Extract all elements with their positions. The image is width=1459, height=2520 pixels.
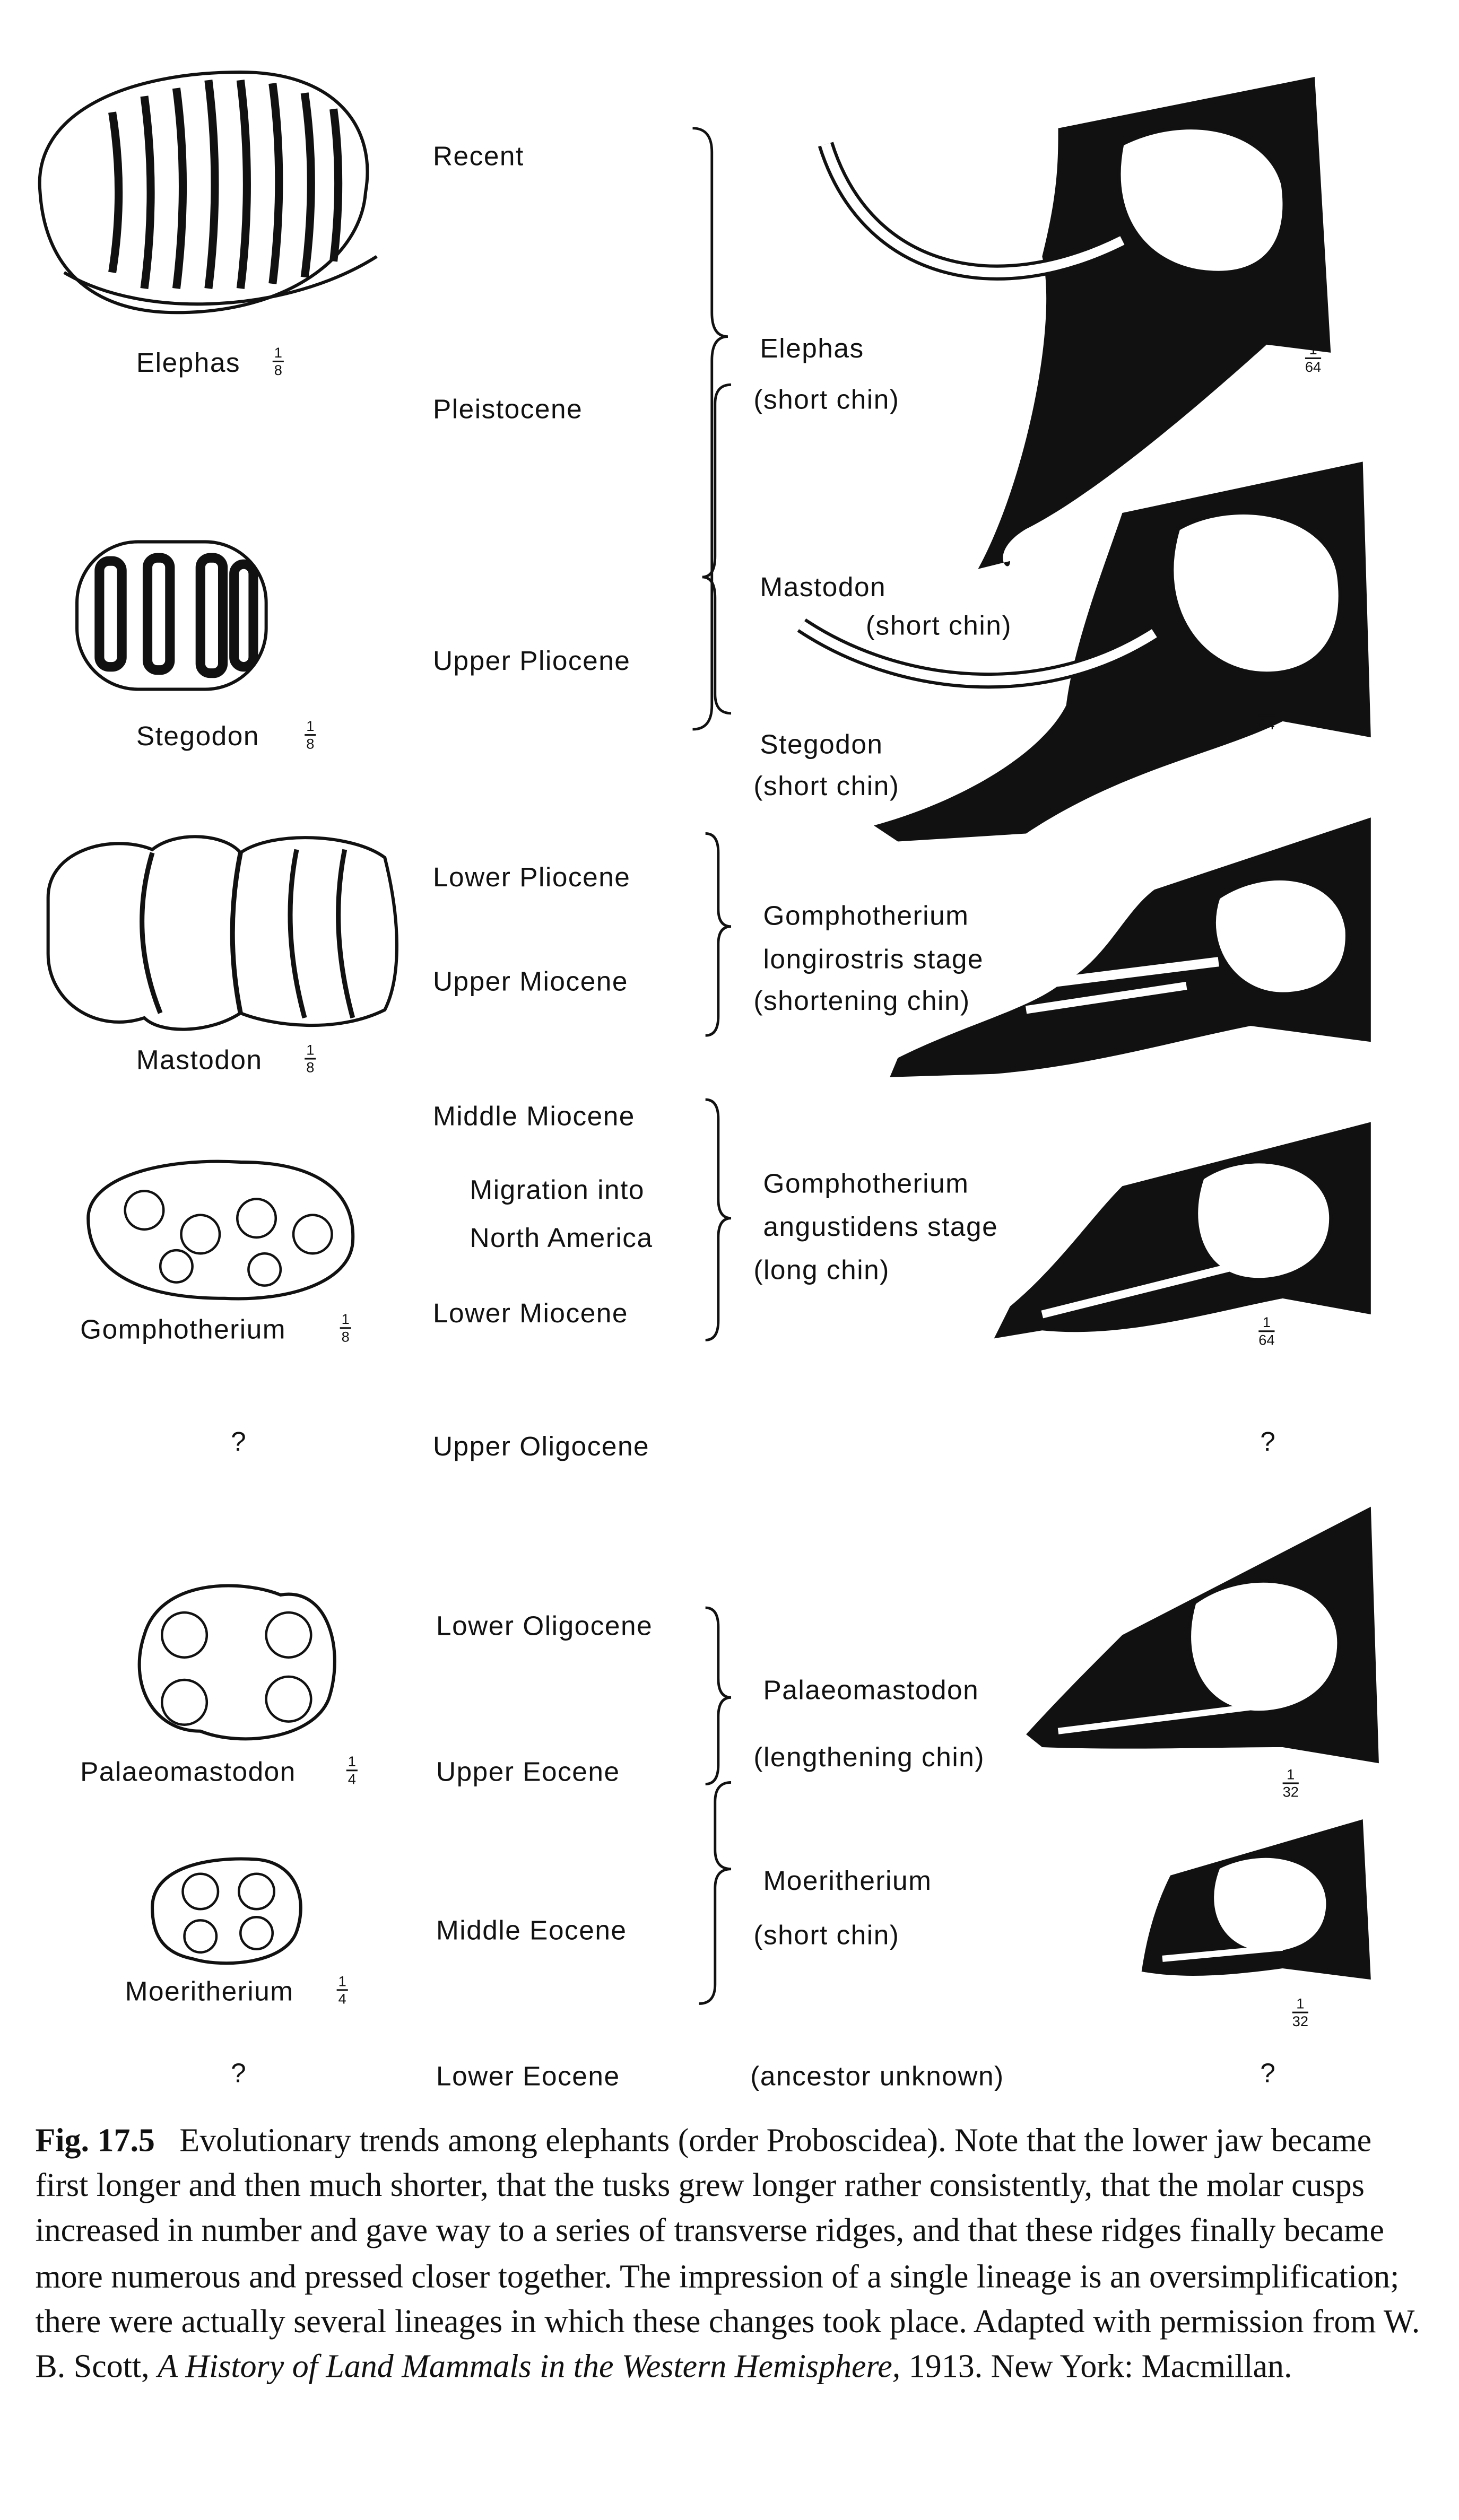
migration-note: Migration into [470,1175,645,1206]
scale-den: 32 [1282,1784,1299,1800]
scale-den: 8 [306,736,315,752]
figure-caption: Fig. 17.5 Evolutionary trends among elep… [35,2119,1430,2390]
epoch-label: Middle Eocene [436,1915,627,1946]
lineage-ancestor: (ancestor unknown) [750,2061,1004,2092]
lineage-name: Elephas [760,333,864,364]
epoch-label: Pleistocene [432,394,583,425]
migration-note: North America [470,1223,653,1254]
caption-book-title: A History of Land Mammals in the Western… [158,2350,901,2385]
scale-num: 1 [346,1754,358,1772]
molar-label-gomphotherium: Gomphotherium [80,1314,286,1345]
molar-label-moeritherium: Moeritherium [125,1976,294,2007]
scale-num: 1 [305,1042,316,1060]
figure-drawings [38,70,1379,2005]
molar-label-elephas: Elephas [136,347,241,379]
scale-den: 64 [1258,1332,1275,1348]
scale-num: 1 [1258,1314,1275,1332]
scale-den: 8 [306,1059,315,1076]
lineage-name: Gomphotherium [763,901,969,931]
lineage-chin: (long chin) [753,1255,890,1286]
scale-num: 1 [340,1311,351,1329]
epoch-label: Lower Eocene [436,2061,620,2092]
lineage-chin: (lengthening chin) [753,1742,985,1773]
scale-den: 8 [274,362,282,379]
lineage-chin: (short chin) [753,385,900,415]
elephas-skull-drawing [818,77,1331,569]
caption-text: Evolutionary trends among elephants (ord… [35,2124,1420,2385]
lineage-name: Palaeomastodon [763,1675,979,1706]
moeritherium-molar-drawing [151,1857,302,1965]
mastodon-molar-drawing [46,835,398,1031]
epoch-label: Upper Eocene [436,1757,620,1787]
scale-num: 1 [336,1973,348,1991]
molar-label-stegodon: Stegodon [136,721,259,752]
epoch-label: Lower Miocene [432,1298,628,1329]
lineage-stage: angustidens stage [763,1211,998,1243]
lineage-name: Moeritherium [763,1865,932,1897]
epoch-label: Lower Pliocene [432,862,631,893]
scale-num: 1 [1292,1995,1308,2013]
skull-unknown: ? [1260,2058,1276,2089]
epoch-label: Upper Pliocene [432,646,631,677]
gomphotherium-molar-drawing [86,1159,355,1301]
epoch-label: Lower Oligocene [436,1611,653,1642]
scale-num: 1 [1282,1766,1299,1784]
scale-den: 64 [1258,716,1275,733]
gomphotherium-longirostris-skull-drawing [890,817,1371,1077]
molar-unknown: ? [231,1426,247,1457]
mastodon-skull-drawing [797,461,1371,842]
scale-den: 4 [348,1771,356,1787]
lineage-name: Mastodon [760,572,887,603]
elephas-molar-drawing [38,70,378,315]
epoch-label: Upper Oligocene [432,1431,650,1462]
gomphotherium-angustidens-skull-drawing [994,1122,1371,1339]
molar-unknown: ? [231,2058,247,2089]
scale-num: 1 [305,718,316,736]
stegodon-molar-drawing [75,540,268,691]
scale-den: 8 [341,1329,350,1345]
moeritherium-skull-drawing [1141,1819,1371,1980]
lineage-chin: (short chin) [753,771,900,801]
scale-den: 32 [1292,2013,1308,2029]
epoch-label: Middle Miocene [432,1101,635,1132]
lineage-stage: longirostris stage [763,944,984,975]
scale-num: 1 [1305,342,1322,359]
lineage-chin: (shortening chin) [753,986,970,1016]
scale-num: 1 [272,345,284,362]
skull-unknown: ? [1260,1426,1276,1457]
palaeomastodon-molar-drawing [137,1584,336,1741]
lineage-name: Stegodon [760,729,883,760]
lineage-chin: (short chin) [865,611,1012,641]
caption-publication: 1913. New York: Macmillan. [908,2350,1292,2385]
epoch-label: Recent [432,141,524,172]
braces [692,127,732,2005]
molar-label-mastodon: Mastodon [136,1045,263,1076]
scale-den: 64 [1305,359,1322,376]
scale-num: 1 [1258,699,1275,717]
scale-den: 4 [338,1991,346,2007]
lineage-name: Gomphotherium [763,1169,969,1199]
lineage-chin: (short chin) [753,1920,900,1951]
palaeomastodon-skull-drawing [1026,1506,1379,1764]
molar-label-palaeomastodon: Palaeomastodon [80,1757,296,1787]
caption-label: Fig. 17.5 [35,2124,155,2159]
epoch-label: Upper Miocene [432,966,628,997]
